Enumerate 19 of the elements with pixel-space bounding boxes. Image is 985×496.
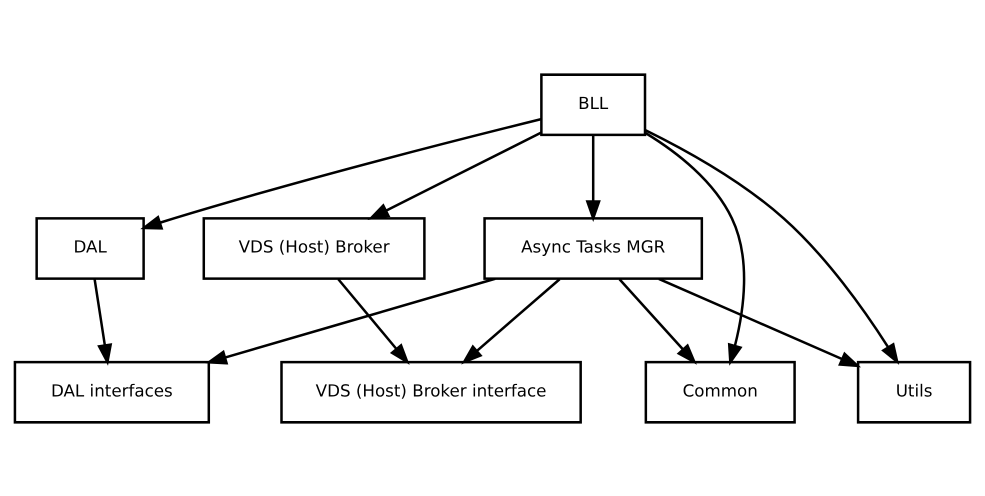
node-box: Async Tasks MGR — [483, 216, 704, 280]
arrow — [140, 117, 542, 230]
arrow — [644, 131, 746, 366]
arrow — [368, 130, 542, 220]
arrow — [644, 128, 900, 364]
arrow — [658, 277, 862, 367]
arrow — [337, 278, 410, 364]
arrow — [586, 135, 601, 222]
node-box: Utils — [856, 360, 972, 424]
node-box: VDS (Host) Broker — [202, 216, 426, 280]
arrow — [618, 278, 697, 364]
node-box: VDS (Host) Broker interface — [280, 360, 582, 424]
arrow — [205, 277, 496, 364]
node-box: DAL — [35, 216, 145, 280]
node-box: Common — [644, 360, 796, 424]
arrow — [461, 278, 560, 364]
node-box: BLL — [540, 72, 646, 136]
arrow — [93, 278, 112, 366]
node-box: DAL interfaces — [14, 360, 210, 424]
